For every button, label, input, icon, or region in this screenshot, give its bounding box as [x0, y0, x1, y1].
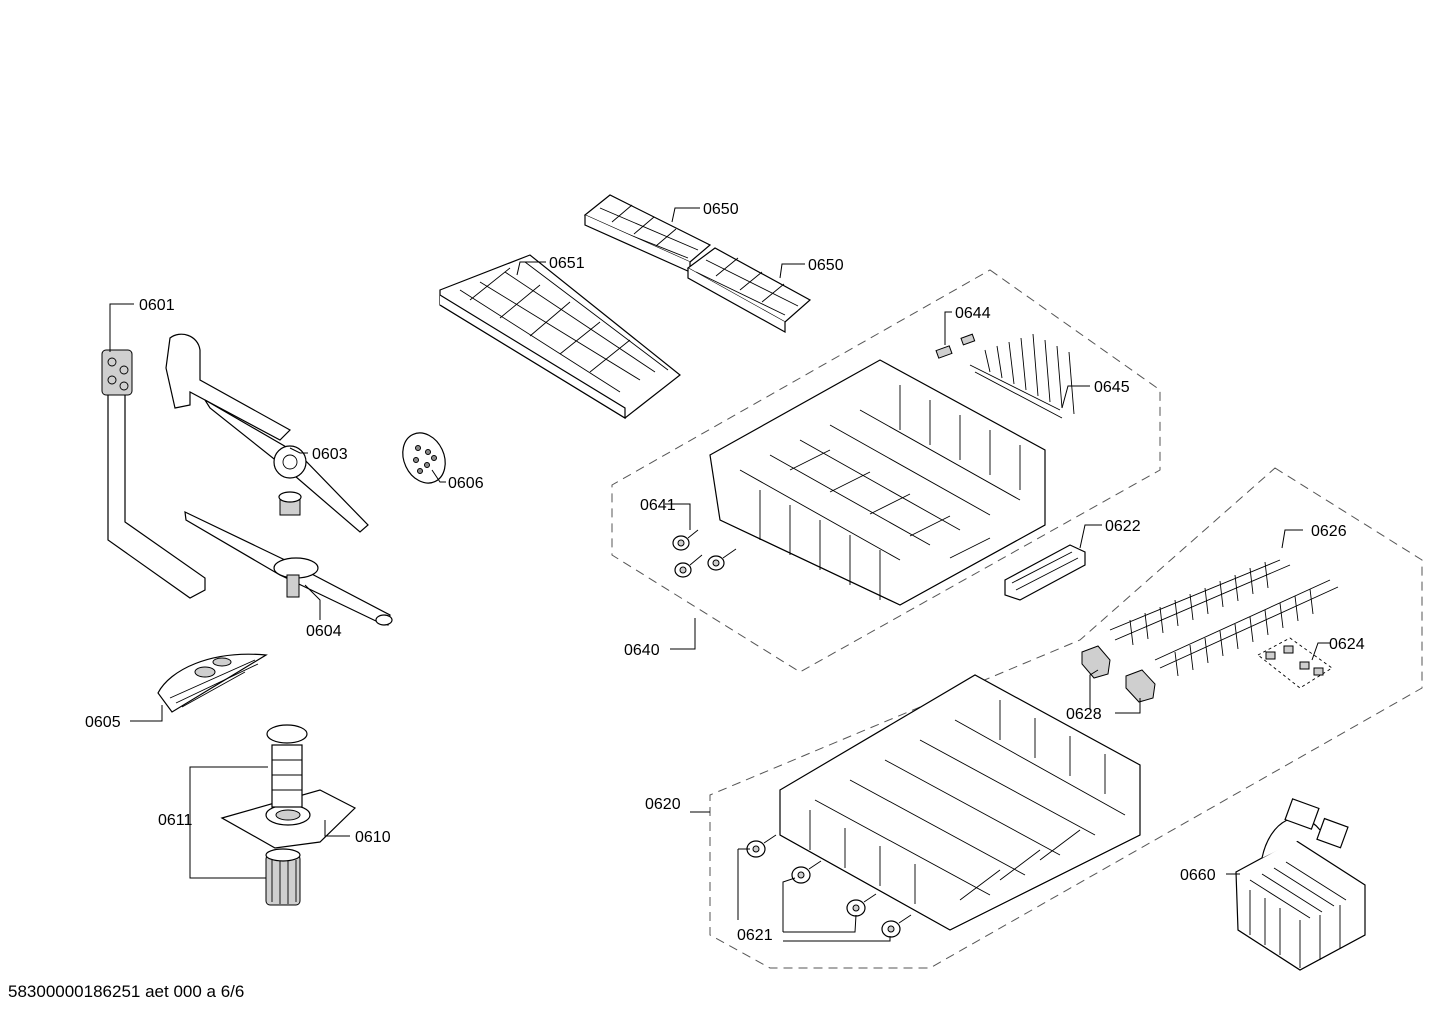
upper-basket-group-outline	[611, 269, 1161, 673]
lower-spray-arm-part	[184, 510, 393, 626]
callout-0624: 0624	[1329, 636, 1365, 653]
sump-filter-part	[220, 724, 357, 906]
rack-insert-upper-part	[583, 194, 712, 273]
callout-labels: 0601 0603 0604 0605 0606 0610 0611 0620 …	[85, 201, 1365, 944]
callout-0610: 0610	[355, 829, 391, 846]
upper-spray-arm-part	[165, 333, 369, 533]
callout-0660: 0660	[1180, 867, 1216, 884]
callout-0622: 0622	[1105, 518, 1141, 535]
upper-basket-roller-part	[672, 529, 737, 578]
leader-lines	[109, 207, 1330, 942]
folding-tines-lower-part	[1109, 559, 1339, 677]
clip-set-part	[1257, 637, 1333, 689]
holder-part	[1004, 544, 1086, 601]
callout-0620: 0620	[645, 796, 681, 813]
callout-0650-lower: 0650	[808, 257, 844, 274]
upper-basket-part	[709, 359, 1046, 606]
callout-0606: 0606	[448, 475, 484, 492]
callout-0611: 0611	[158, 812, 193, 829]
callout-0650-upper: 0650	[703, 201, 739, 218]
callout-0644: 0644	[955, 305, 991, 322]
callout-0603: 0603	[312, 446, 348, 463]
drawing-code: 58300000186251 aet 000 a 6/6	[8, 982, 245, 1001]
callout-0601: 0601	[139, 297, 175, 314]
grate-cover-part	[157, 653, 268, 713]
callout-0605: 0605	[85, 714, 121, 731]
rack-insert-lower-part	[686, 247, 812, 334]
cutlery-tray-part	[439, 254, 681, 420]
callout-0621: 0621	[737, 927, 773, 944]
callout-0628: 0628	[1066, 706, 1102, 723]
cutlery-basket-part	[1235, 798, 1366, 971]
filter-disc-part	[402, 432, 446, 484]
clip-part	[935, 333, 976, 359]
supply-pipe-part	[101, 349, 206, 599]
callout-0604: 0604	[306, 623, 342, 640]
callout-0626: 0626	[1311, 523, 1347, 540]
lower-basket-part	[779, 674, 1141, 931]
folding-tines-upper-part	[969, 333, 1075, 419]
lower-basket-roller-part	[746, 834, 912, 938]
callout-0645: 0645	[1094, 379, 1130, 396]
callout-0640: 0640	[624, 642, 660, 659]
latch-part	[1081, 645, 1156, 703]
callout-0651: 0651	[549, 255, 585, 272]
callout-0641: 0641	[640, 497, 676, 514]
